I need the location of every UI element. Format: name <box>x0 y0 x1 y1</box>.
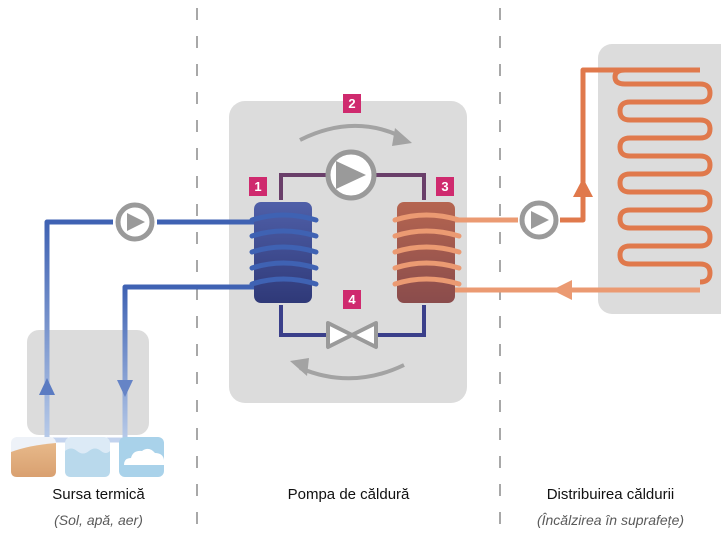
source-supply-pipe-left <box>44 219 113 440</box>
svg-text:1: 1 <box>254 179 261 194</box>
distribution-pump-icon <box>519 200 559 240</box>
heat-source-subtitle: (Sol, apă, aer) <box>54 512 143 528</box>
step-badge-2: 2 <box>343 94 361 113</box>
step-badge-1: 1 <box>249 177 267 196</box>
heat-pump-title: Pompa de căldură <box>287 486 410 503</box>
distribution-subtitle: (Încălzirea în suprafețe) <box>536 512 685 528</box>
source-pump-icon <box>115 202 155 242</box>
section-heat-pump: Pompa de căldură <box>197 486 500 503</box>
condenser <box>392 202 462 303</box>
source-arrow-down <box>117 380 133 397</box>
cycle-arrowhead-top <box>392 128 412 146</box>
heat-source-title: Sursa termică <box>52 486 145 503</box>
expansion-valve-icon <box>326 321 378 349</box>
section-heat-source: Sursa termică (Sol, apă, aer) <box>0 486 197 528</box>
refrigerant-circuit <box>279 173 426 337</box>
source-arrow-up <box>39 378 55 395</box>
distribution-arrow-up <box>573 178 593 197</box>
cycle-arrowhead-bottom <box>290 358 309 376</box>
floor-heating-coil <box>617 81 713 285</box>
heat-source-box <box>27 330 149 435</box>
compressor-icon <box>325 149 377 201</box>
step-badge-4: 4 <box>343 290 361 309</box>
distribution-arrow-left <box>552 280 572 300</box>
soil-icon <box>11 437 56 477</box>
air-icon <box>119 437 164 477</box>
svg-text:3: 3 <box>441 179 448 194</box>
step-badge-3: 3 <box>436 177 454 196</box>
water-icon <box>65 437 110 477</box>
svg-text:4: 4 <box>348 292 356 307</box>
distribution-title: Distribuirea căldurii <box>546 486 675 503</box>
section-dividers <box>196 8 501 540</box>
svg-text:2: 2 <box>348 96 355 111</box>
evaporator <box>249 202 319 303</box>
section-heat-distribution: Distribuirea căldurii (Încălzirea în sup… <box>500 486 721 528</box>
distribution-loop <box>455 67 713 293</box>
cycle-arrows <box>299 123 405 381</box>
